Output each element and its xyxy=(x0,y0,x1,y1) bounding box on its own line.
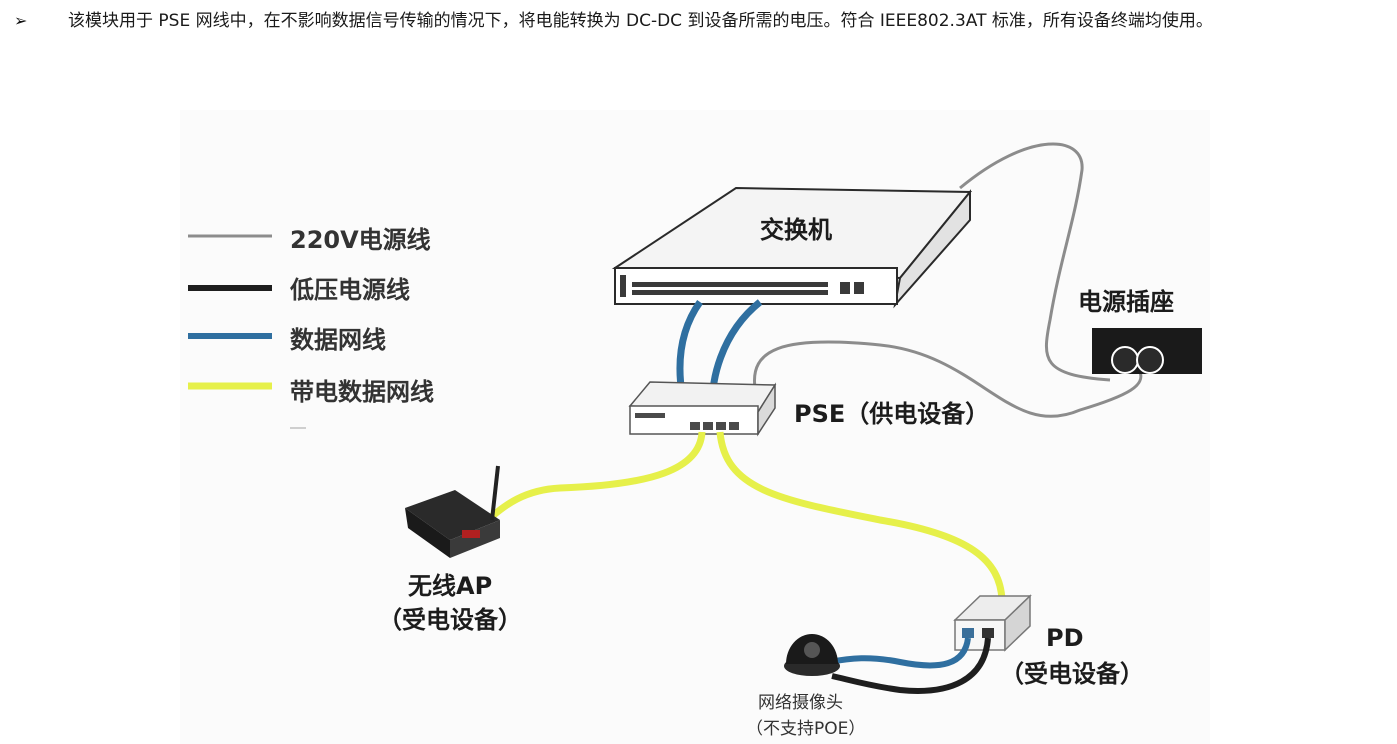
intro-text: 该模块用于 PSE 网线中，在不影响数据信号传输的情况下，将电能转换为 DC-D… xyxy=(68,11,1213,31)
powered-cable-ap xyxy=(487,431,706,521)
bullet-arrow-icon: ➢ xyxy=(14,11,28,30)
pse-side-face xyxy=(757,382,776,437)
ap-top-face xyxy=(405,490,500,540)
ap-side-face xyxy=(450,520,500,558)
legend-label-low-voltage: 低压电源线 xyxy=(290,276,410,304)
ap-label-name: 无线AP xyxy=(408,572,493,600)
camera-lens xyxy=(804,642,820,658)
pse-label: PSE（供电设备） xyxy=(794,400,990,428)
legend-label-data: 数据网线 xyxy=(290,326,386,354)
poe-network-diagram: 220V电源线 低压电源线 数据网线 带电数据网线 交换机 电源插座 PSE（供… xyxy=(180,110,1210,744)
ap-label-role: （受电设备） xyxy=(378,606,522,634)
pd-label-role: （受电设备） xyxy=(1000,660,1144,688)
socket-plug-2 xyxy=(1136,346,1164,374)
pd-port-power xyxy=(982,628,994,638)
pd-side-face xyxy=(1004,594,1031,652)
camera-label-name: 网络摄像头 xyxy=(758,693,843,713)
power-socket-label: 电源插座 xyxy=(1078,288,1174,316)
switch-label: 交换机 xyxy=(760,216,832,244)
ap-label-strip xyxy=(462,530,480,538)
ap-antenna xyxy=(490,465,500,521)
low-voltage-cable-camera xyxy=(831,637,991,694)
data-cable-camera xyxy=(829,637,971,669)
pd-label-name: PD xyxy=(1046,624,1084,652)
legend-label-powered-data: 带电数据网线 xyxy=(290,378,434,406)
mains-cable-pse xyxy=(752,340,1143,418)
ap-front-face xyxy=(405,508,450,558)
powered-cable-pd xyxy=(716,431,1006,601)
socket-plug-1 xyxy=(1111,346,1139,374)
switch-ports xyxy=(620,275,864,297)
legend-label-mains: 220V电源线 xyxy=(290,226,431,254)
pse-ports xyxy=(635,413,739,430)
camera-label-note: （不支持POE） xyxy=(746,719,866,739)
diagram-canvas xyxy=(188,142,1202,694)
pd-port-data xyxy=(962,628,974,638)
mains-cable-switch xyxy=(959,142,1111,382)
